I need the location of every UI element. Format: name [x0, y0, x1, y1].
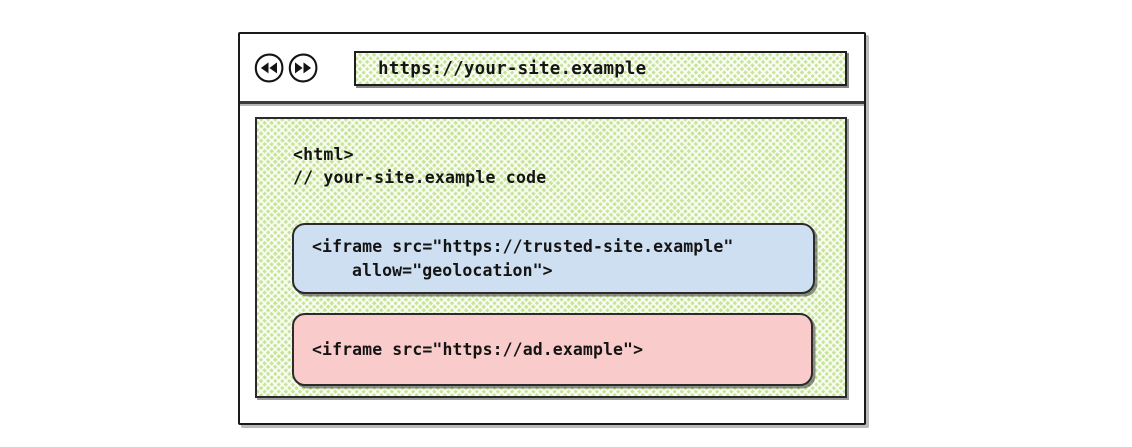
url-bar[interactable]: https://your-site.example [354, 51, 847, 86]
fast-forward-icon [288, 53, 318, 82]
page-viewport: <html> // your-site.example code <iframe… [255, 117, 847, 398]
page-code-line-comment: // your-site.example code [293, 168, 547, 187]
browser-toolbar: https://your-site.example [240, 34, 864, 101]
forward-button[interactable] [287, 52, 319, 84]
iframe-trusted-line-1: <iframe src="https://trusted-site.exampl… [312, 237, 734, 257]
browser-window: https://your-site.example <html> // your… [238, 32, 866, 425]
iframe-trusted-line-2: allow="geolocation"> [352, 260, 553, 280]
toolbar-divider [240, 101, 864, 104]
back-button[interactable] [253, 52, 285, 84]
page-code-line-html: <html> [293, 145, 354, 164]
rewind-icon [254, 53, 284, 82]
iframe-ad[interactable]: <iframe src="https://ad.example"> [292, 313, 813, 386]
iframe-ad-line-1: <iframe src="https://ad.example"> [312, 339, 644, 359]
iframe-trusted-site[interactable]: <iframe src="https://trusted-site.exampl… [292, 223, 815, 294]
url-text: https://your-site.example [378, 58, 647, 79]
